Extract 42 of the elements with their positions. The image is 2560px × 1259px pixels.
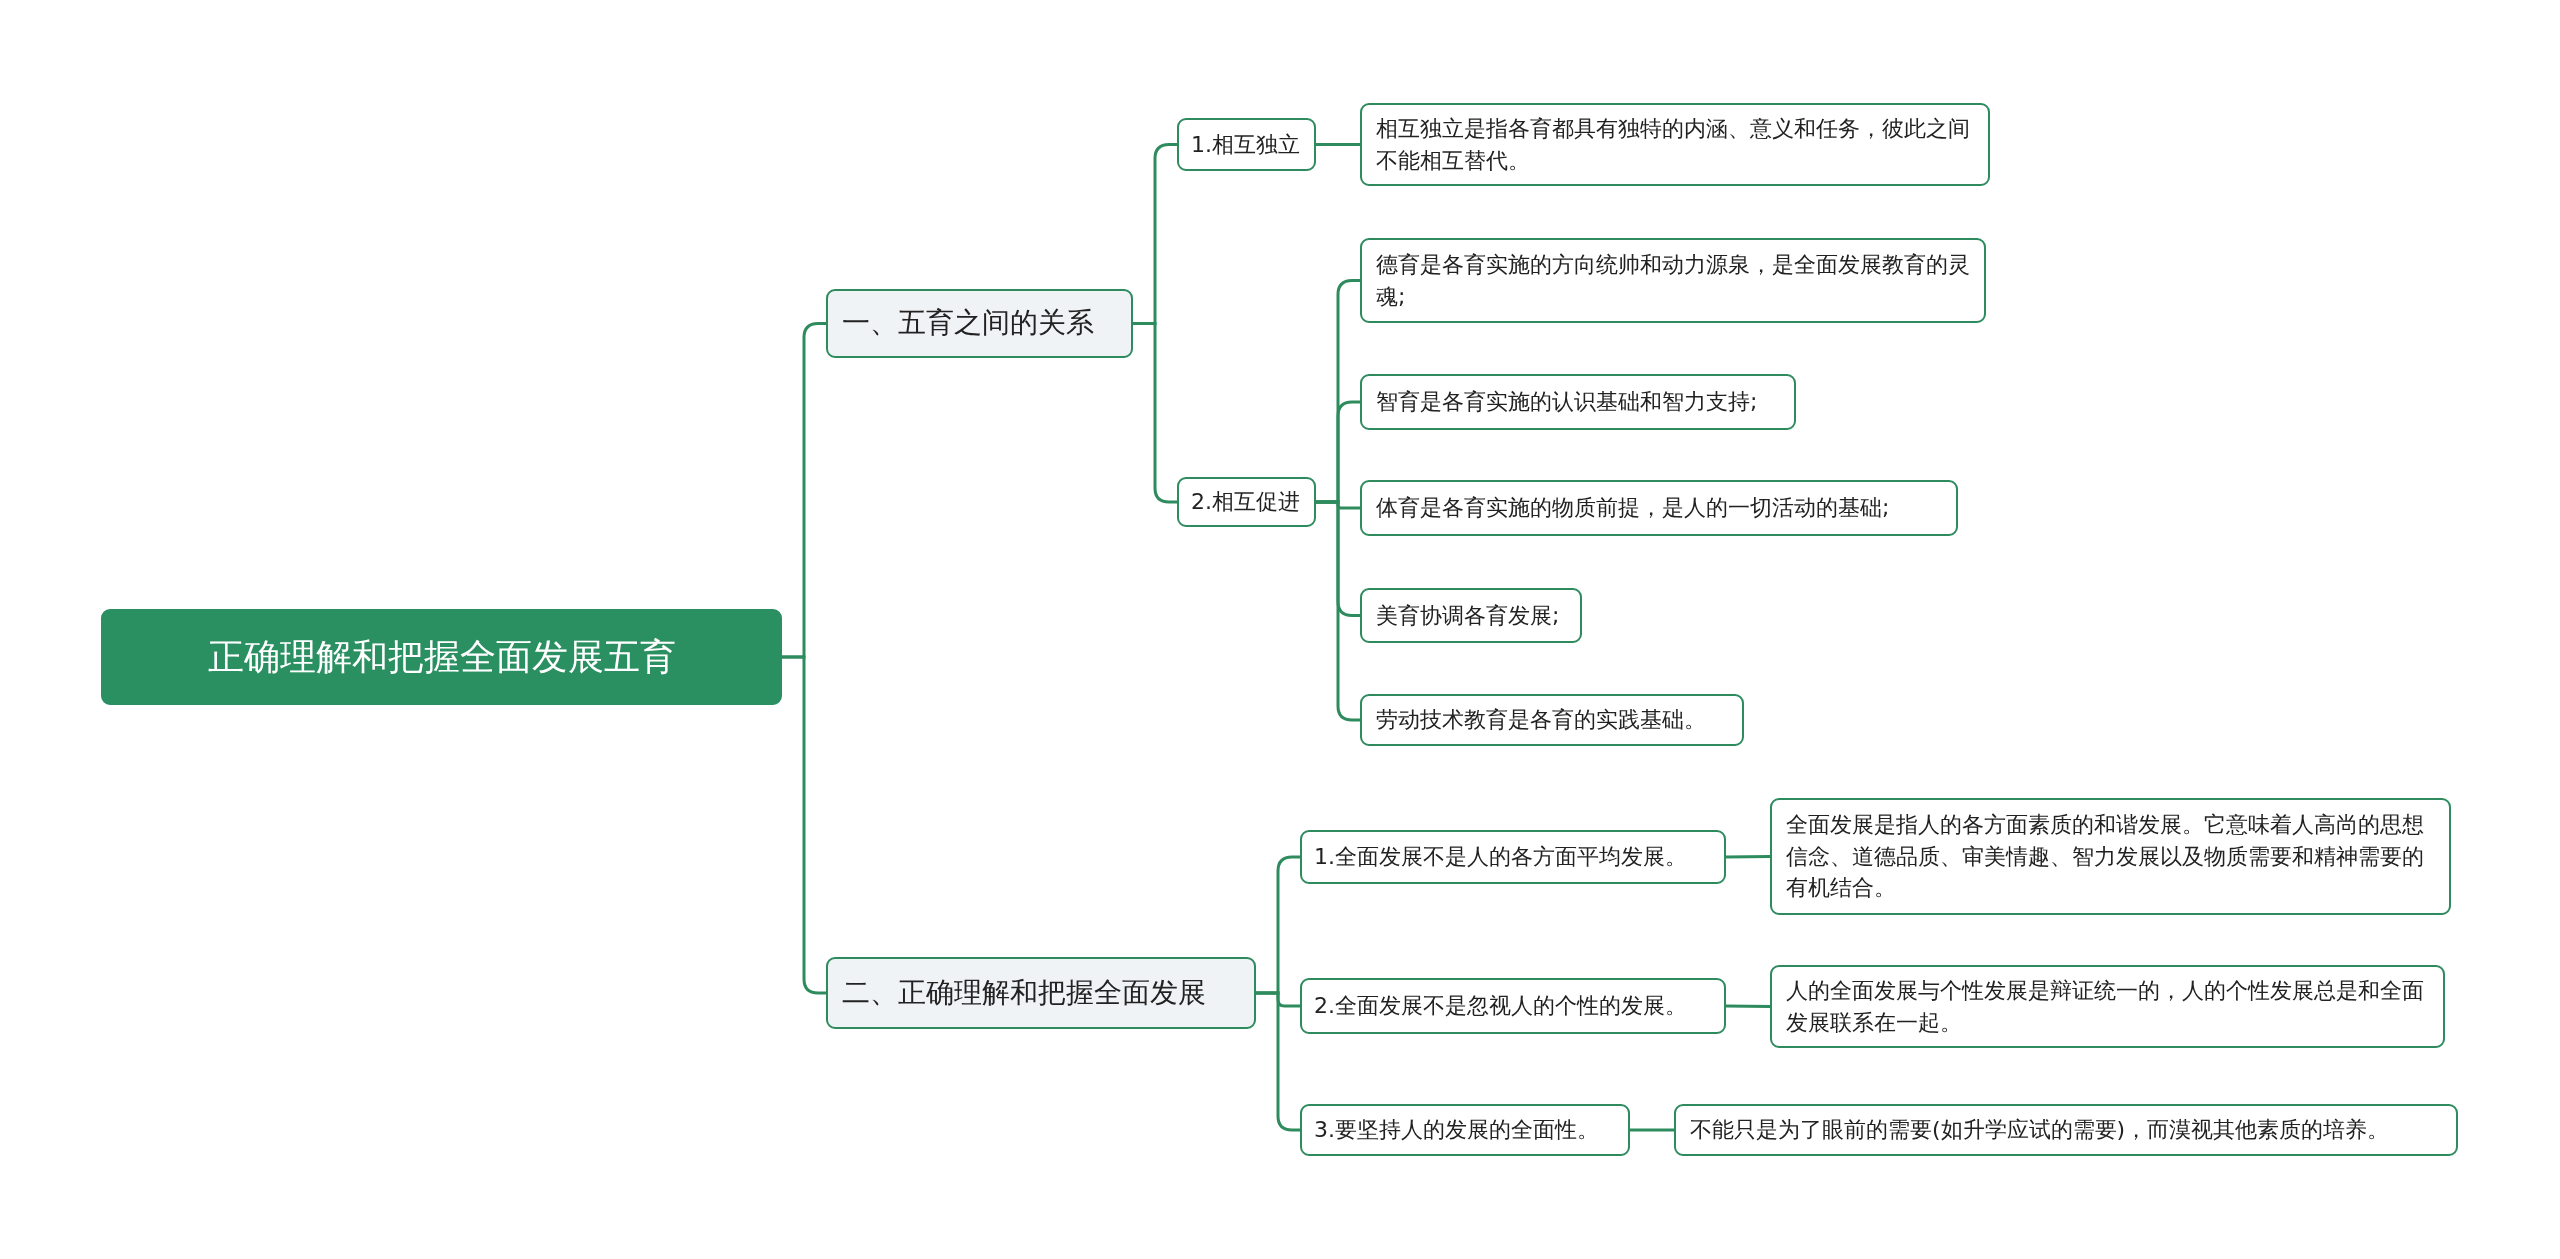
detail-box [1360,374,1796,430]
detail-box [1360,238,1986,323]
subtopic-box [1300,1104,1630,1156]
node-text: 人的全面发展与个性发展是辩证统一的，人的个性发展总是和全面发展联系在一起。 [1786,976,2425,1037]
detail-box [1770,798,2451,915]
detail-box [1360,103,1990,186]
node-text: 美育协调各育发展; [1376,601,1560,630]
node-text: 智育是各育实施的认识基础和智力支持; [1376,388,1758,417]
detail-box [1360,480,1958,536]
node-text: 劳动技术教育是各育的实践基础。 [1376,706,1706,735]
node-text: 2.相互促进 [1191,488,1300,517]
connector-line [1256,991,1300,1132]
subtopic-box [1177,118,1316,171]
node-text: 相互独立是指各育都具有独特的内涵、意义和任务，彼此之间不能相互替代。 [1376,114,1971,175]
node-text: 1.相互独立 [1191,130,1300,159]
connector-line [1726,855,1770,859]
detail-box [1360,694,1744,746]
connector-line [1133,322,1177,504]
connector-line [1726,1004,1770,1008]
node-text: 1.全面发展不是人的各方面平均发展。 [1314,843,1687,872]
node-text: 德育是各育实施的方向统帅和动力源泉，是全面发展教育的灵魂; [1376,250,1970,311]
root-topic-box [101,609,782,705]
node-text: 2.全面发展不是忽视人的个性的发展。 [1314,992,1687,1021]
subtopic-box [1300,830,1726,884]
subtopic-box [1300,978,1726,1034]
node-text: 正确理解和把握全面发展五育 [207,634,676,679]
detail-box [1770,965,2445,1048]
subtopic-box [1177,477,1316,527]
detail-box [1674,1104,2458,1156]
branch-topic-box [826,957,1256,1029]
node-text: 体育是各育实施的物质前提，是人的一切活动的基础; [1376,494,1890,523]
detail-box [1360,588,1582,643]
connector-line [782,655,826,995]
connector-line [1630,1128,1674,1132]
connector-line [1316,143,1360,146]
node-text: 全面发展是指人的各方面素质的和谐发展。它意味着人高尚的思想信念、道德品质、审美情趣、智力发展以及物质需要和精神需要的有机结合。 [1786,810,2425,903]
node-text: 3.要坚持人的发展的全面性。 [1314,1116,1599,1145]
node-text: 不能只是为了眼前的需要(如升学应试的需要)，而漠视其他素质的培养。 [1690,1116,2390,1145]
connector-line [1316,500,1360,722]
branch-topic-box [826,289,1133,358]
node-text: 二、正确理解和把握全面发展 [842,974,1206,1011]
node-text: 一、五育之间的关系 [842,305,1094,342]
